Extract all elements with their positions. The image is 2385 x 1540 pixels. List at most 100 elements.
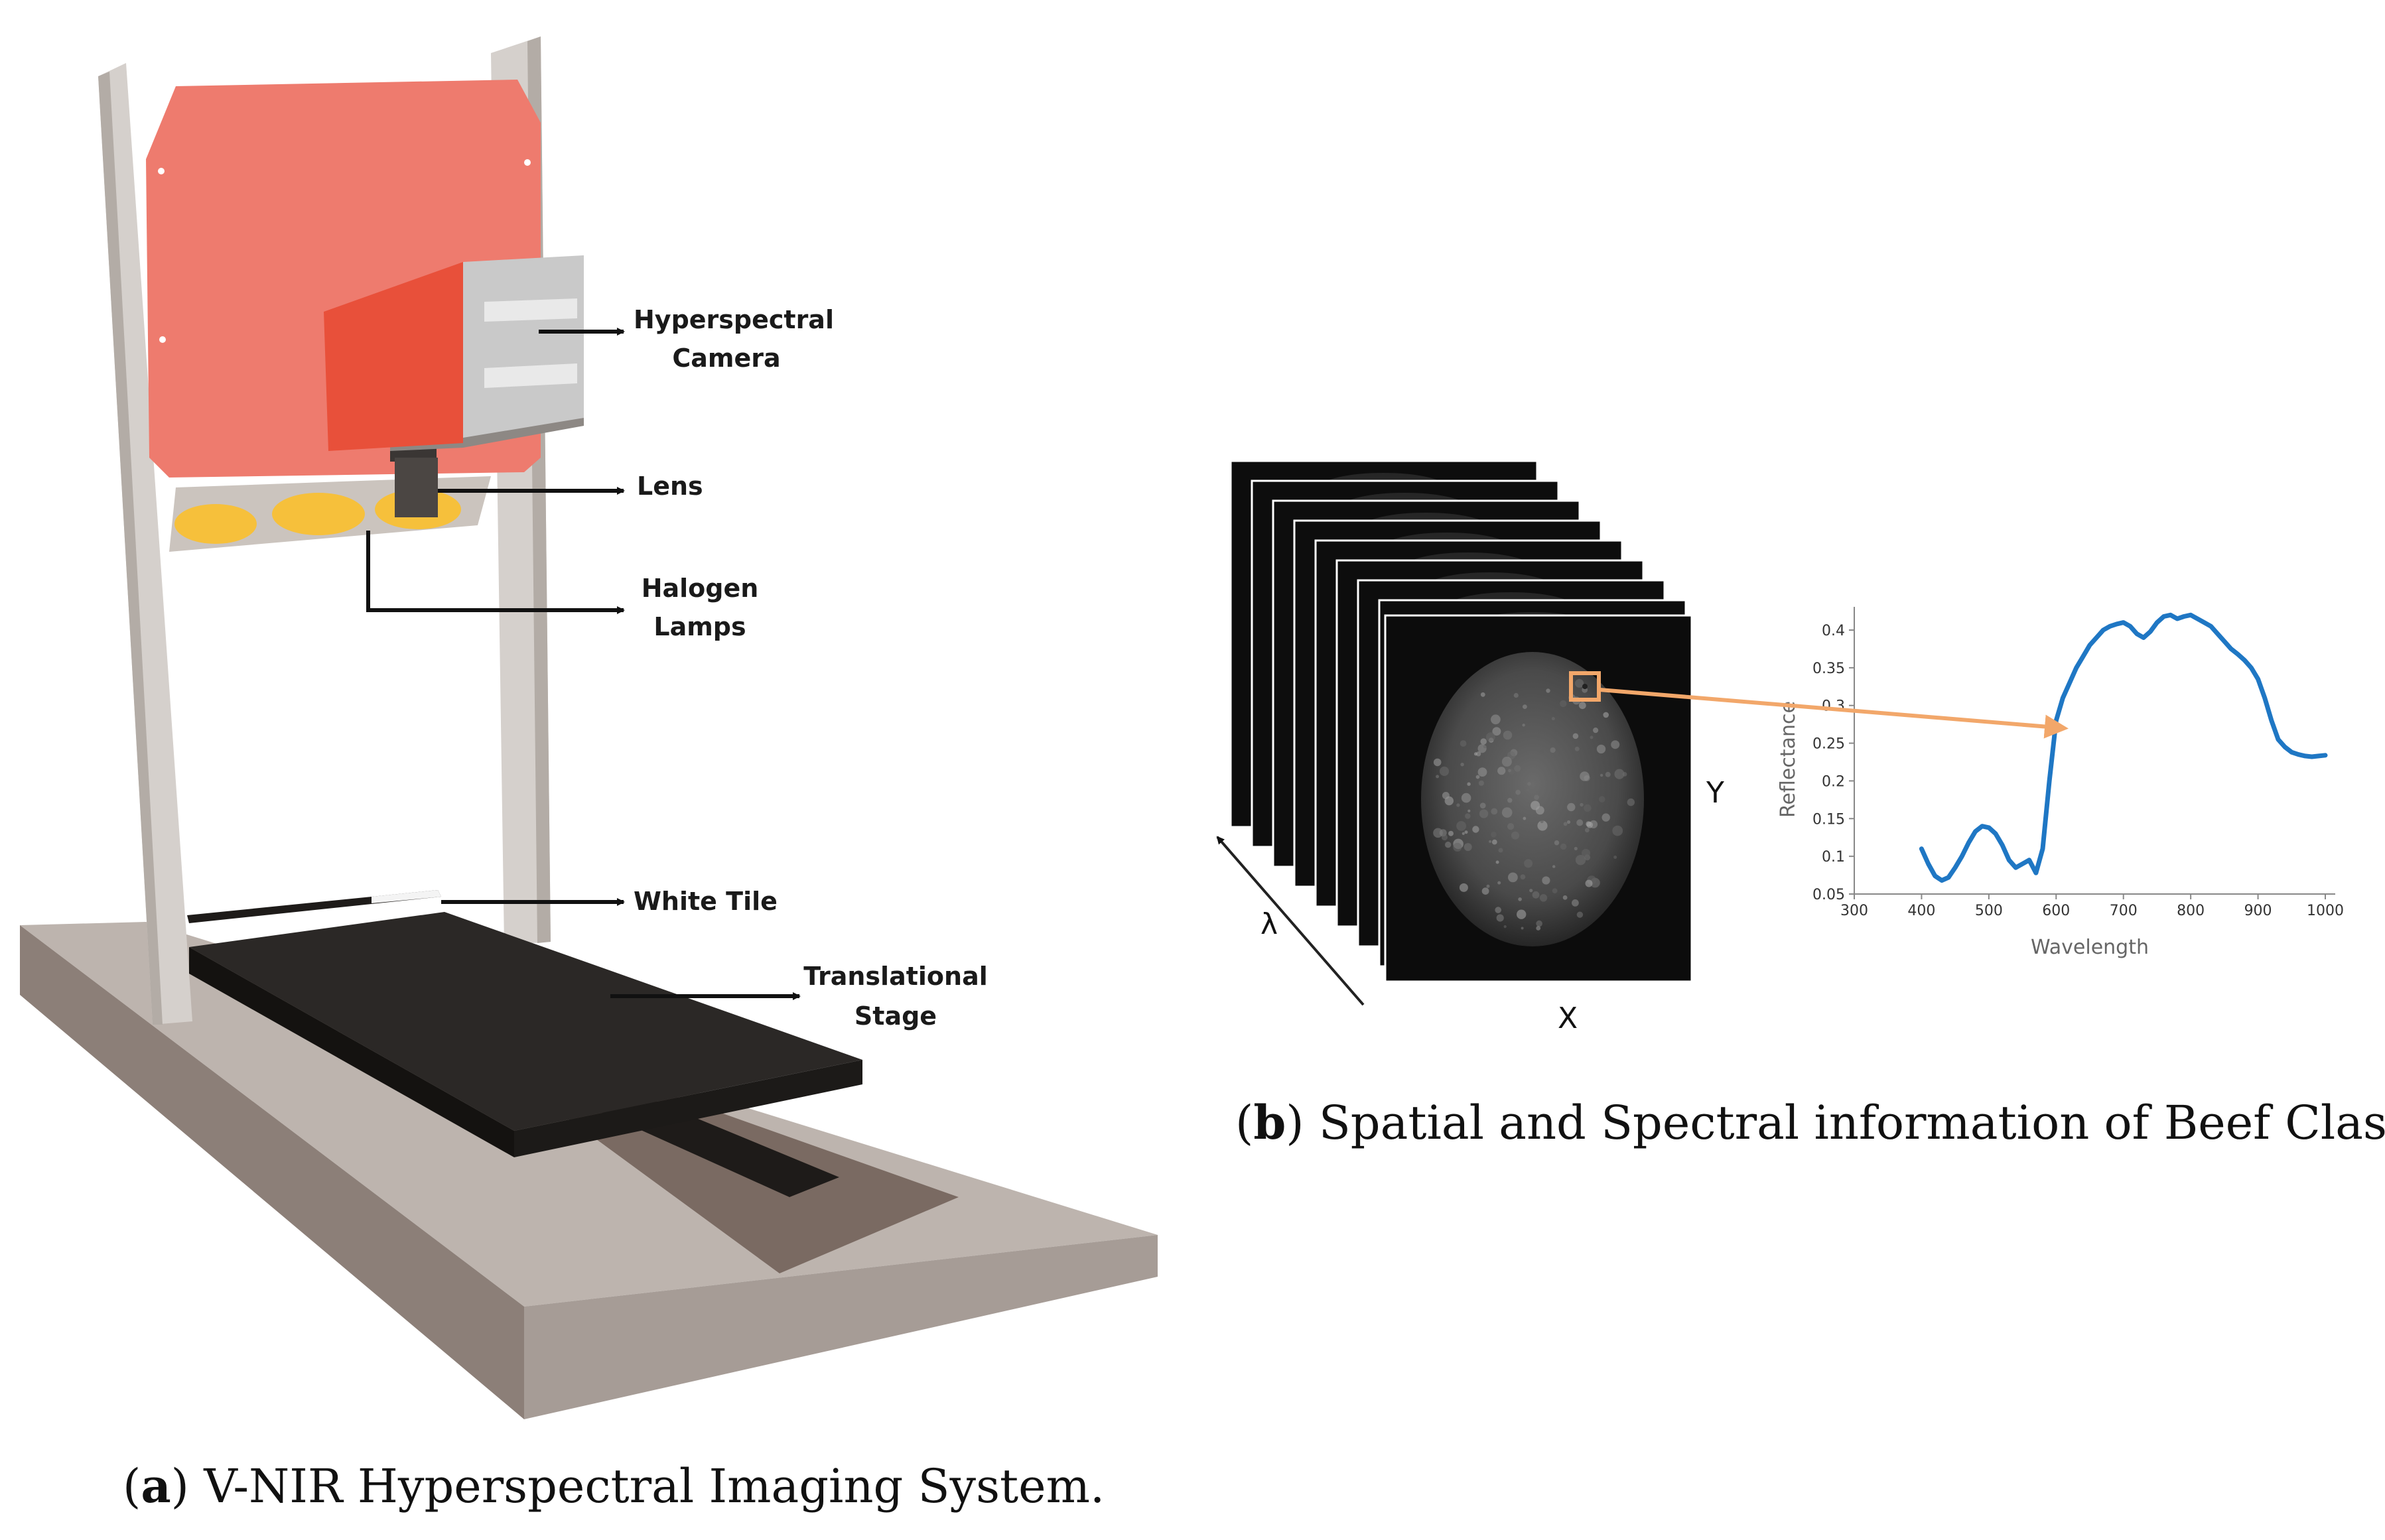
beef-speckle	[1477, 767, 1487, 777]
beef-speckle	[1614, 769, 1625, 779]
beef-speckle	[1459, 883, 1468, 892]
beef-speckle	[1575, 855, 1586, 866]
beef-speckle	[1598, 796, 1605, 802]
beef-speckle	[1601, 813, 1610, 822]
y-tick-label: 0.05	[1812, 887, 1845, 903]
beef-speckle	[1460, 740, 1467, 747]
beef-speckle	[1521, 927, 1524, 930]
pixel-to-spectrum-arrow	[1600, 688, 2069, 739]
beef-speckle	[1518, 897, 1522, 901]
beef-speckle	[1453, 842, 1462, 852]
lens	[395, 458, 438, 517]
beef-speckle	[1495, 907, 1501, 913]
camera-label-line2: Camera	[672, 344, 780, 373]
beef-speckle	[1580, 802, 1584, 807]
beef-speckle	[1507, 798, 1513, 803]
chart-y-axis-label: Reflectance	[1777, 701, 1800, 818]
beef-speckle	[1596, 744, 1606, 754]
beef-speckle	[1448, 830, 1454, 836]
beef-speckle	[1562, 895, 1568, 900]
beef-speckle	[1622, 772, 1627, 777]
beef-speckle	[1560, 700, 1567, 708]
beef-speckle	[1536, 926, 1541, 930]
lens-label: Lens	[637, 472, 703, 501]
beef-speckle	[1467, 782, 1471, 786]
beef-speckle	[1532, 891, 1540, 899]
beef-speckle	[1514, 765, 1521, 772]
beef-speckle	[1464, 830, 1468, 834]
translational-stage-front	[514, 1060, 862, 1157]
beef-speckle	[1503, 925, 1507, 929]
beef-speckle	[1576, 819, 1584, 826]
beef-speckle	[1580, 771, 1590, 781]
beef-speckle	[1627, 798, 1635, 806]
beef-speckle	[1439, 766, 1450, 776]
halogen-lamp-1	[174, 504, 257, 544]
beef-speckle	[1605, 771, 1611, 777]
x-tick-label: 900	[2244, 903, 2272, 919]
beef-speckle	[1560, 843, 1567, 850]
caption-a: (a) V-NIR Hyperspectral Imaging System.	[123, 1458, 1105, 1513]
beef-speckle	[1603, 712, 1609, 718]
spectrum-series-line	[1919, 612, 2328, 883]
beef-speckle	[1612, 825, 1623, 836]
beef-speckle	[1585, 879, 1593, 887]
beef-speckle	[1480, 738, 1487, 745]
beef-speckle	[1534, 795, 1540, 801]
beef-speckle	[1611, 740, 1620, 749]
beef-speckle	[1497, 881, 1501, 885]
beef-speckle	[1586, 821, 1592, 827]
x-tick-label: 400	[1907, 903, 1935, 919]
beef-speckle	[1436, 775, 1440, 779]
x-tick-label: 700	[2110, 903, 2138, 919]
beef-speckle	[1527, 782, 1531, 786]
beef-speckle	[1456, 803, 1460, 807]
base-side	[20, 925, 524, 1419]
x-tick-label: 800	[2177, 903, 2205, 919]
beef-speckle	[1478, 780, 1484, 786]
beef-speckle	[1536, 920, 1542, 927]
beef-sample	[1421, 652, 1644, 946]
x-dimension-label: X	[1558, 1001, 1578, 1035]
beef-speckle	[1445, 842, 1452, 848]
beef-speckle	[1492, 727, 1501, 736]
beef-speckle	[1535, 806, 1544, 815]
camera-label-line1: Hyperspectral	[634, 305, 834, 334]
x-tick-label: 1000	[2307, 903, 2344, 919]
halogen-lamp-2	[272, 493, 365, 535]
beef-speckle	[1546, 688, 1550, 693]
beef-speckle	[1537, 820, 1548, 831]
beef-speckle	[1584, 828, 1590, 833]
beef-speckle	[1472, 826, 1479, 833]
beef-speckle	[1491, 831, 1497, 838]
beef-speckle	[1498, 848, 1503, 853]
beef-speckle	[1508, 872, 1518, 883]
stage-label-line1: Translational	[803, 962, 988, 991]
lambda-axis-arrow	[1216, 836, 1365, 1006]
beef-speckle	[1572, 899, 1579, 907]
caption-b: (b) Spatial and Spectral information of …	[1235, 1095, 2385, 1150]
beef-speckle	[1485, 732, 1495, 742]
x-tick-label: 300	[1840, 903, 1868, 919]
y-tick-label: 0.25	[1812, 736, 1845, 753]
beef-speckle	[1523, 816, 1527, 820]
y-tick-label: 0.2	[1822, 773, 1845, 790]
beef-speckle	[1563, 822, 1568, 826]
beef-speckle	[1486, 884, 1490, 888]
white-tile-surface	[372, 890, 441, 903]
beef-speckle	[1442, 792, 1450, 799]
beef-speckle	[1479, 802, 1486, 808]
rail-slot	[544, 1088, 959, 1273]
beef-speckle	[1578, 702, 1586, 710]
beef-speckle	[1495, 860, 1499, 864]
beef-speckle	[1491, 808, 1498, 815]
lamps-pointer	[366, 531, 625, 614]
beef-speckle	[1501, 756, 1512, 767]
beef-speckle	[1574, 846, 1578, 851]
camera-stripe-2	[484, 363, 577, 388]
camera-body	[463, 255, 584, 443]
beef-speckle	[1550, 747, 1556, 753]
beef-speckle	[1572, 733, 1579, 739]
beef-speckle	[1540, 820, 1544, 824]
beef-speckle	[1497, 767, 1506, 775]
